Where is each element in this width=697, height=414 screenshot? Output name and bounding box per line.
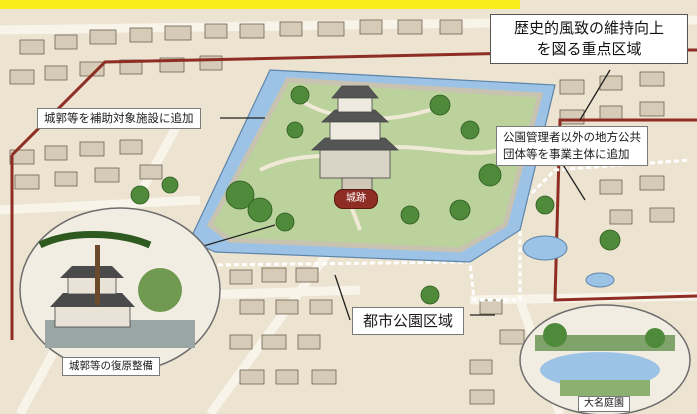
title-line-2: を図る重点区域 [536,40,642,58]
label-castle-restoration: 城郭等の復原整備 [62,357,160,376]
daimyo-garden-vignette [519,304,691,414]
town-houses [9,19,675,405]
label-park-manager: 公園管理者以外の地方公共 団体等を事業主体に追加 [496,126,648,166]
title-line-1: 歴史的風致の維持向上 [513,19,664,37]
label-urban-park-area: 都市公園区域 [352,307,465,335]
castle-restoration-vignette [19,207,221,373]
label-jokaku-subsidy: 城郭等を補助対象施設に追加 [37,108,201,129]
pointer-lines [189,69,611,321]
garden-pond [522,235,615,288]
priority-area-title-box: 歴史的風致の維持向上 を図る重点区域 [490,14,688,64]
highlight-band [0,0,520,9]
park-manager-line-2: 団体等を事業主体に追加 [503,147,630,161]
castle-ruins-badge: 城跡 [334,189,378,209]
label-daimyo-garden: 大名庭園 [578,396,630,412]
park-manager-line-1: 公園管理者以外の地方公共 [503,130,641,144]
castle-keep [310,85,400,191]
